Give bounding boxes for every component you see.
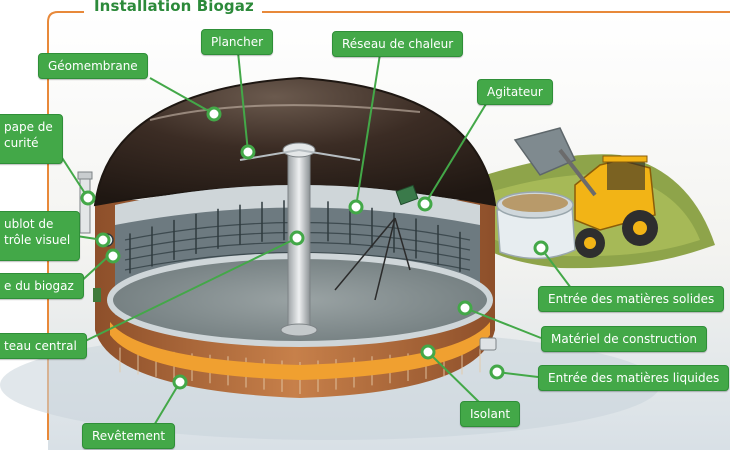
- leader-dots: [80, 106, 549, 390]
- label-hublot-de-controle: ublot de trôle visuel: [0, 211, 81, 261]
- label-soupape-line1: pape de: [4, 120, 53, 134]
- label-plancher: Plancher: [201, 29, 274, 55]
- label-entree-matieres-solides: Entrée des matières solides: [538, 286, 725, 312]
- label-hublot-line1: ublot de: [4, 217, 54, 231]
- pillar-base: [280, 323, 318, 337]
- label-hublot-line2: trôle visuel: [4, 233, 71, 247]
- hopper-content: [502, 194, 568, 212]
- agitator-frame: [334, 217, 411, 301]
- agitator-motor: [395, 184, 419, 206]
- tractor-bucket: [513, 127, 577, 176]
- label-poteau-central: teau central: [0, 333, 87, 359]
- label-sortie-du-biogaz: e du biogaz: [0, 273, 84, 299]
- dome-ridge: [149, 104, 421, 121]
- frame-left: [47, 11, 84, 440]
- insulation-band: [110, 322, 490, 380]
- label-isolant: Isolant: [460, 401, 521, 427]
- label-soupape-de-securite: pape de curité: [0, 114, 63, 164]
- label-revetement: Revêtement: [82, 423, 176, 449]
- tractor: [558, 148, 658, 258]
- label-agitateur: Agitateur: [477, 79, 553, 105]
- label-geomembrane: Géomembrane: [38, 53, 148, 79]
- gas-outlet-box: [93, 288, 101, 302]
- safety-valve-cap: [77, 171, 93, 180]
- label-entree-matieres-liquides: Entrée des matières liquides: [538, 365, 730, 391]
- hopper-body: [496, 205, 576, 260]
- label-soupape-line2: curité: [4, 136, 39, 150]
- diagram-title: Installation Biogaz: [88, 0, 260, 15]
- beam-right: [298, 149, 361, 161]
- label-materiel-de-construction: Matériel de construction: [541, 326, 708, 352]
- label-reseau-de-chaleur: Réseau de chaleur: [332, 31, 464, 57]
- liquid-inlet-pipe: [479, 337, 497, 351]
